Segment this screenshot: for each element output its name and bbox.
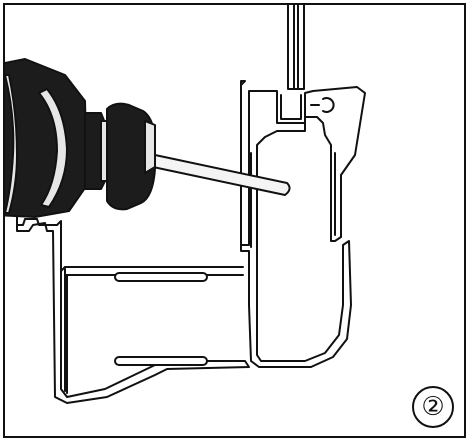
glass-pane-icon	[287, 5, 305, 90]
step-number-badge: ②	[412, 386, 454, 428]
drill-icon	[5, 58, 156, 218]
assembly-diagram	[5, 5, 366, 404]
window-frame-profile-icon	[16, 80, 366, 404]
drill-bit-icon	[152, 154, 291, 196]
illustration-frame: ②	[3, 3, 466, 438]
